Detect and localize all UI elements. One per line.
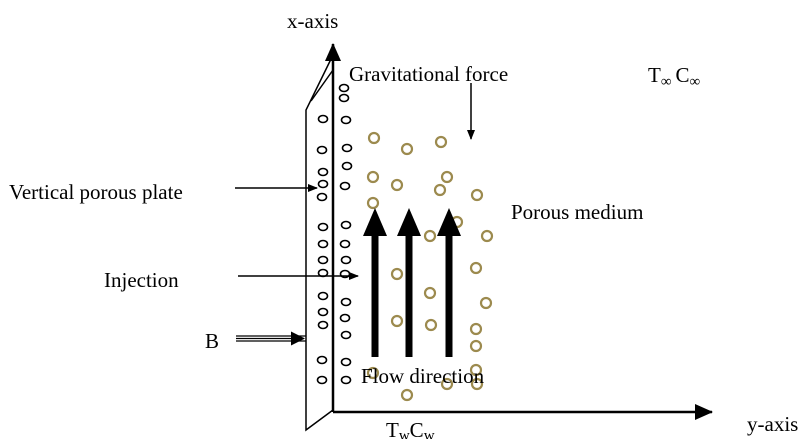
pore — [423, 229, 437, 243]
plate-hole — [340, 297, 352, 307]
flow-direction-arrows — [363, 208, 461, 357]
plate-hole — [317, 179, 329, 189]
plate-hole — [340, 255, 352, 265]
pore — [390, 178, 404, 192]
plate-hole — [340, 357, 352, 367]
plate-hole — [341, 161, 353, 171]
wall-concentration-subscript: w — [424, 428, 435, 439]
pore — [480, 229, 494, 243]
ambient-temperature-symbol: T — [648, 63, 661, 87]
plate-hole — [316, 145, 328, 155]
pore — [469, 339, 483, 353]
ambient-concentration-subscript: ∞ — [690, 74, 701, 90]
plate-hole — [317, 320, 329, 330]
flow-arrow — [397, 208, 421, 357]
plate-hole — [317, 167, 329, 177]
pore — [367, 131, 381, 145]
plate-hole — [317, 222, 329, 232]
vertical-porous-plate-label: Vertical porous plate — [9, 180, 183, 204]
pore — [470, 188, 484, 202]
gravity-label: Gravitational force — [349, 62, 508, 86]
plate-hole — [338, 93, 350, 103]
plate-hole — [338, 83, 350, 93]
pore — [479, 296, 493, 310]
magnetic-field-arrow — [236, 331, 306, 346]
pore — [440, 170, 454, 184]
pore — [366, 196, 380, 210]
pore — [440, 377, 454, 391]
flow-direction-label: Flow direction — [361, 364, 485, 388]
porous-medium-particles — [366, 131, 494, 402]
pore — [469, 322, 483, 336]
pore — [366, 170, 380, 184]
plate-hole — [340, 330, 352, 340]
pore — [469, 363, 483, 377]
ambient-concentration-symbol: C — [676, 63, 690, 87]
plate-hole — [317, 239, 329, 249]
plate-hole — [339, 181, 351, 191]
wall-concentration-symbol: C — [410, 418, 424, 439]
flow-arrow — [363, 208, 387, 357]
pore — [469, 261, 483, 275]
plate-hole — [340, 220, 352, 230]
plate-hole — [341, 143, 353, 153]
pore — [400, 142, 414, 156]
pore — [424, 318, 438, 332]
wall-conditions-label: TwCw — [386, 418, 435, 439]
porous-medium-label: Porous medium — [511, 200, 643, 224]
vertical-porous-plate — [305, 54, 334, 432]
wall-temperature-subscript: w — [399, 428, 410, 439]
magnetic-field-label: B — [205, 329, 219, 353]
ambient-temperature-subscript: ∞ — [661, 74, 672, 90]
pore — [390, 267, 404, 281]
plate-hole — [340, 375, 352, 385]
plate-hole — [317, 307, 329, 317]
pore — [434, 135, 448, 149]
y-axis-label: y-axis — [747, 412, 798, 436]
plate-hole — [316, 375, 328, 385]
plate-hole — [317, 291, 329, 301]
pore — [423, 286, 437, 300]
plate-hole — [340, 115, 352, 125]
plate-holes — [316, 83, 353, 385]
pore — [390, 314, 404, 328]
plate-hole — [316, 355, 328, 365]
pore — [400, 388, 414, 402]
plate-hole — [316, 192, 328, 202]
wall-temperature-symbol: T — [386, 418, 399, 439]
pore — [366, 366, 380, 380]
plate-hole — [339, 239, 351, 249]
ambient-conditions-label: T∞C∞ — [648, 63, 700, 90]
plate-hole — [339, 313, 351, 323]
x-axis-label: x-axis — [287, 9, 338, 33]
plate-hole — [317, 255, 329, 265]
plate-hole — [317, 114, 329, 124]
pore — [470, 377, 484, 391]
pore — [433, 183, 447, 197]
flow-arrow — [437, 208, 461, 357]
injection-label: Injection — [104, 268, 179, 292]
